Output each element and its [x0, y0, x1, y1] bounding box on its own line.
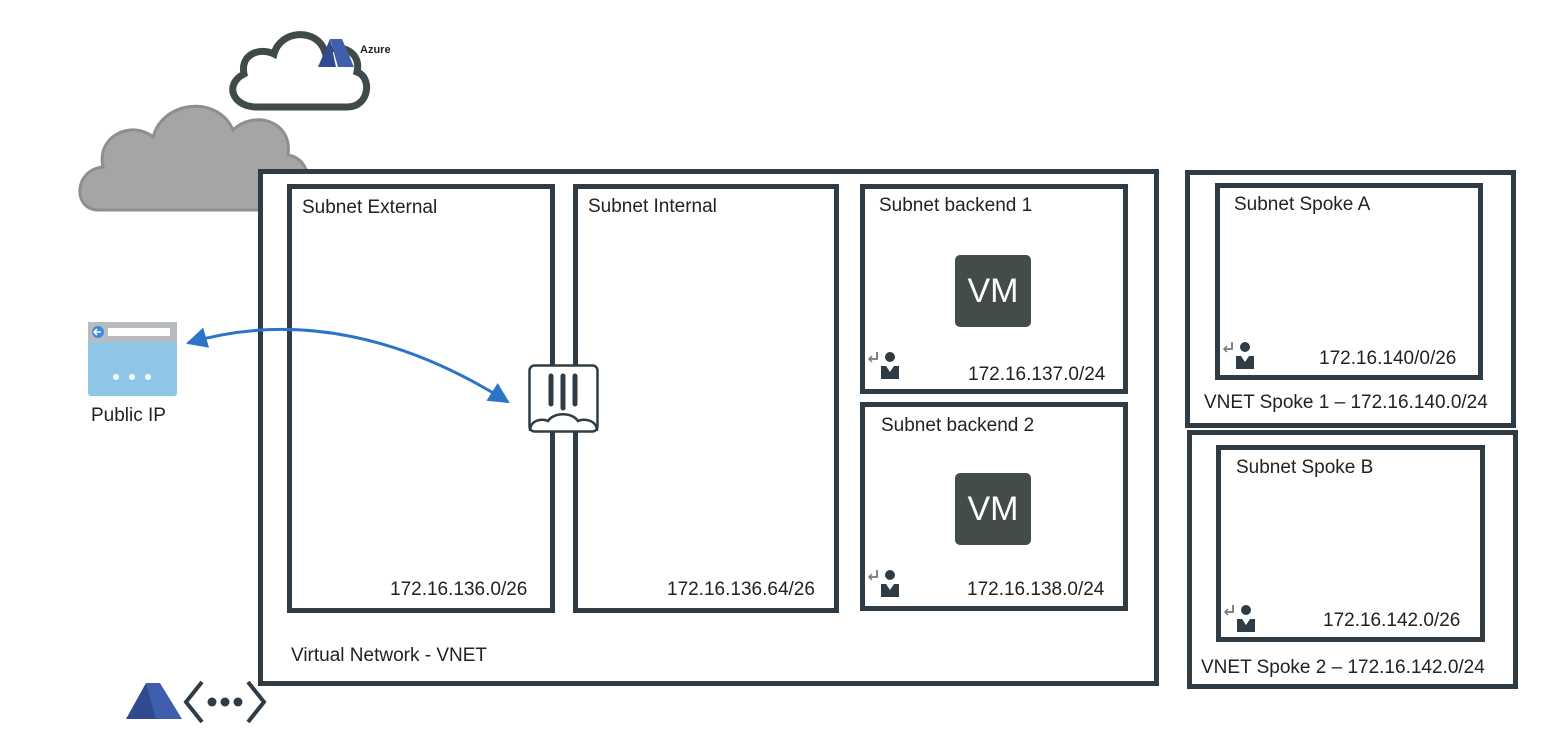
public-ip-icon[interactable] [88, 322, 178, 397]
vm-backend-2[interactable]: VM [955, 473, 1031, 545]
subnet-spoke-b-cidr: 172.16.142.0/26 [1323, 610, 1461, 631]
vm-backend-1[interactable]: VM [955, 255, 1031, 327]
internet-cloud-icon [78, 105, 310, 212]
vnet-spoke-1-label: VNET Spoke 1 – 172.16.140.0/24 [1204, 392, 1488, 413]
subnet-internal-name: Subnet Internal [588, 196, 717, 217]
subnet-spoke-a[interactable] [1215, 183, 1483, 380]
azure-logo-small-icon [318, 39, 354, 67]
subnet-external-cidr: 172.16.136.0/26 [390, 579, 528, 600]
subnet-spoke-b-name: Subnet Spoke B [1236, 457, 1374, 478]
firewall-appliance-icon[interactable] [528, 364, 600, 434]
subnet-backend-1-cidr: 172.16.137.0/24 [968, 364, 1106, 385]
subnet-internal[interactable] [573, 184, 839, 613]
subnet-internal-cidr: 172.16.136.64/26 [667, 579, 815, 600]
subnet-spoke-b-user-icon [1223, 605, 1255, 632]
public-ip-label: Public IP [91, 405, 166, 426]
azure-label: Azure [360, 44, 391, 56]
subnet-backend-1-name: Subnet backend 1 [879, 195, 1033, 216]
subnet-backend-2-user-icon [867, 570, 899, 597]
subnet-backend-1-user-icon [867, 352, 899, 379]
subnet-spoke-a-name: Subnet Spoke A [1234, 194, 1371, 215]
azure-cloud-icon [229, 31, 371, 111]
subnet-external[interactable] [287, 184, 555, 613]
subnet-spoke-a-cidr: 172.16.140/0/26 [1319, 348, 1457, 369]
subnet-backend-2-name: Subnet backend 2 [881, 415, 1035, 436]
subnet-spoke-a-user-icon [1222, 342, 1254, 369]
virtual-network-icon [183, 680, 267, 724]
azure-logo-icon [126, 683, 182, 719]
vnet-label: Virtual Network - VNET [291, 645, 488, 666]
subnet-backend-2-cidr: 172.16.138.0/24 [967, 579, 1105, 600]
subnet-external-name: Subnet External [302, 197, 438, 218]
subnet-spoke-b[interactable] [1216, 445, 1485, 642]
vnet-spoke-2-label: VNET Spoke 2 – 172.16.142.0/24 [1201, 657, 1485, 678]
